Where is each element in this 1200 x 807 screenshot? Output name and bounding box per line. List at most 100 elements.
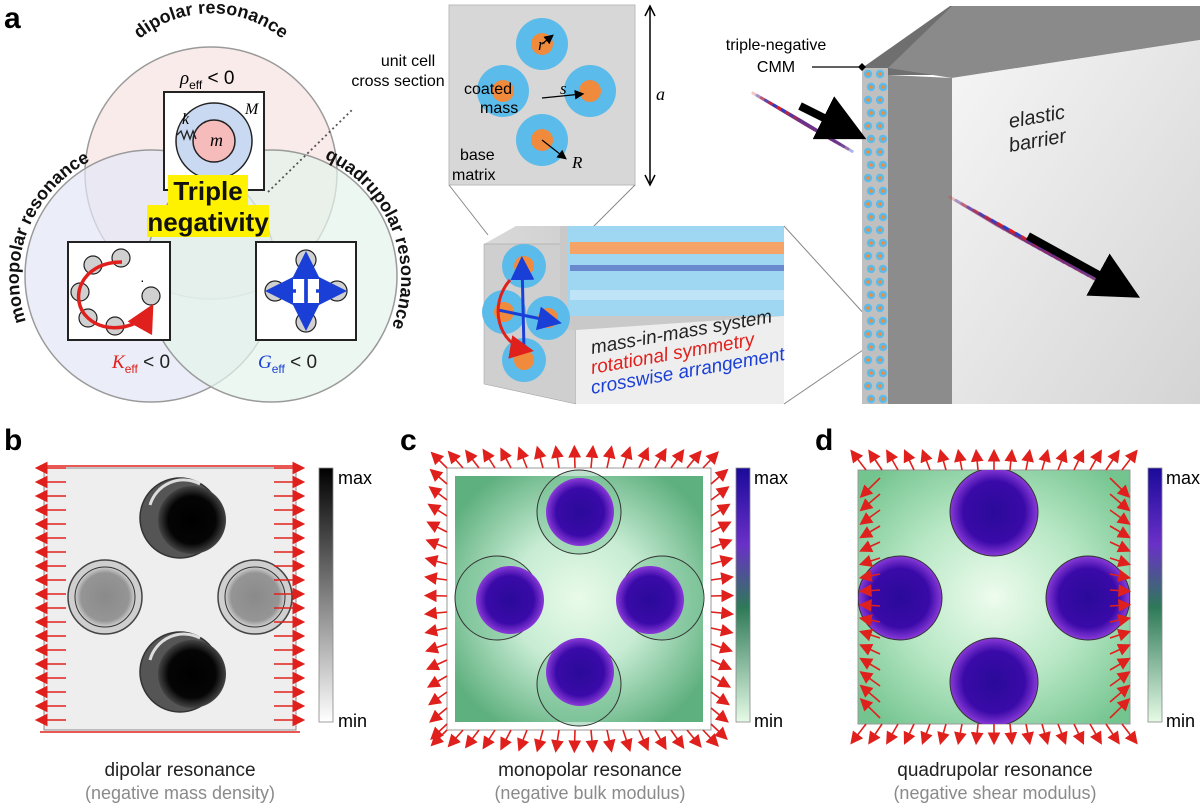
panel-c-colorbar [735, 467, 751, 723]
panel-b: b max min dipolar resonance (negative ma… [4, 424, 372, 803]
force-arrow-icon [425, 658, 448, 671]
svg-text:matrix: matrix [452, 167, 496, 184]
force-arrow-icon [859, 671, 881, 687]
panel-b-caption: dipolar resonance [104, 760, 255, 781]
force-arrow-icon [1109, 493, 1131, 512]
panel-c-subcaption: (negative bulk modulus) [494, 783, 685, 803]
force-arrow-icon [1004, 723, 1018, 746]
force-arrow-icon [903, 723, 916, 745]
force-arrow-icon [447, 450, 464, 469]
force-arrow-icon [920, 449, 933, 471]
force-arrow-icon [859, 657, 881, 671]
unit-cell-callout: unit cell [381, 53, 435, 70]
force-arrow-icon [551, 729, 564, 753]
force-arrow-icon [859, 643, 881, 656]
force-arrow-icon [702, 729, 719, 747]
spring-k-label: k [182, 111, 190, 128]
force-arrow-icon [710, 468, 729, 485]
force-arrow-icon [670, 449, 685, 469]
elastic-barrier: elastic barrier [862, 6, 1200, 404]
force-arrow-icon [710, 503, 731, 517]
quadrupolar-inset [255, 241, 357, 341]
force-arrow-icon [602, 729, 616, 753]
coated-mass-label: coated [464, 81, 512, 98]
force-arrow-icon [858, 599, 881, 612]
svg-text:CMM: CMM [757, 59, 795, 76]
force-arrow-icon [702, 451, 719, 469]
force-arrow-icon [551, 445, 564, 469]
svg-text:mass: mass [480, 100, 518, 117]
force-arrow-icon [859, 698, 881, 719]
force-arrow-icon [710, 521, 732, 533]
force-arrow-icon [1109, 614, 1132, 627]
unit-cell-prism: mass-in-mass system rotational symmetry … [482, 226, 787, 405]
force-arrow-icon [534, 445, 547, 469]
force-arrow-icon [654, 447, 667, 469]
panel-d-force-arrows [850, 448, 1138, 746]
force-arrow-icon [1109, 657, 1131, 671]
ellipsis-dots: · [140, 272, 145, 288]
force-arrow-icon [620, 446, 633, 469]
panel-b-masses [67, 477, 293, 713]
force-arrow-icon [886, 723, 899, 745]
force-arrow-icon [425, 641, 448, 654]
force-arrow-icon [426, 521, 448, 533]
force-arrow-icon [670, 729, 685, 749]
panel-a-letter: a [4, 2, 21, 35]
force-arrow-icon [970, 723, 984, 746]
panel-b-colorbar-max: max [338, 468, 372, 488]
force-arrow-icon [430, 451, 448, 469]
force-arrow-icon [429, 468, 448, 485]
force-arrow-icon [517, 446, 530, 469]
force-arrow-icon [654, 729, 667, 751]
rotation-arrow-icon [76, 260, 154, 336]
panel-d-colorbar-max: max [1166, 468, 1200, 488]
force-arrow-icon [858, 614, 881, 627]
cmm-dots [863, 69, 888, 404]
base-matrix-label: base [460, 147, 495, 164]
venn-diagram: dipolar resonance monopolar resonance qu… [3, 0, 417, 403]
force-arrow-icon [1105, 723, 1120, 745]
force-arrow-icon [710, 723, 728, 740]
g-condition: Geff < 0 [258, 352, 317, 376]
force-arrow-icon [1109, 554, 1132, 567]
force-arrow-icon [430, 723, 448, 740]
force-arrow-icon [710, 658, 733, 671]
panel-d-letter: d [815, 424, 833, 457]
mass-in-mass-inset: m M k [163, 91, 265, 191]
force-arrow-icon [710, 675, 732, 688]
force-arrow-icon [482, 448, 496, 469]
panel-c-colorbar-max: max [754, 468, 788, 488]
force-arrow-icon [954, 723, 967, 746]
panel-d-colorbar [1147, 467, 1163, 723]
force-arrow-icon [858, 554, 881, 567]
panel-d-caption: quadrupolar resonance [897, 760, 1092, 781]
force-arrow-icon [1109, 684, 1131, 703]
force-arrow-icon [1055, 723, 1068, 745]
force-arrow-icon [1109, 671, 1131, 687]
panel-a: a dipolar resonance monopolar resonance … [3, 0, 1200, 405]
unit-cell-cross-section: r s R coated mass base matrix a [448, 4, 665, 187]
monopolar-inset: · [67, 241, 171, 341]
svg-text:s: s [560, 79, 567, 98]
force-arrow-icon [1121, 723, 1138, 745]
force-arrow-icon [710, 641, 733, 654]
cmm-label: triple-negative [726, 37, 827, 54]
force-arrow-icon [424, 572, 448, 585]
force-arrow-icon [428, 486, 448, 501]
force-arrow-icon [859, 493, 881, 512]
panel-b-force-arrows [34, 461, 306, 733]
force-arrow-icon [710, 623, 734, 637]
force-arrow-icon [585, 444, 599, 469]
force-arrow-icon [868, 449, 883, 471]
force-arrow-icon [637, 446, 650, 469]
force-arrow-icon [859, 684, 881, 703]
force-arrow-icon [428, 691, 448, 706]
force-arrow-icon [1109, 525, 1131, 539]
panel-c: c max min monopolar resonance (negative … [400, 424, 788, 803]
force-arrow-icon [970, 448, 984, 471]
incident-arrow-icon [798, 96, 867, 140]
mass-m-label: m [210, 130, 223, 150]
force-arrow-icon [500, 729, 512, 751]
force-arrow-icon [568, 729, 582, 754]
